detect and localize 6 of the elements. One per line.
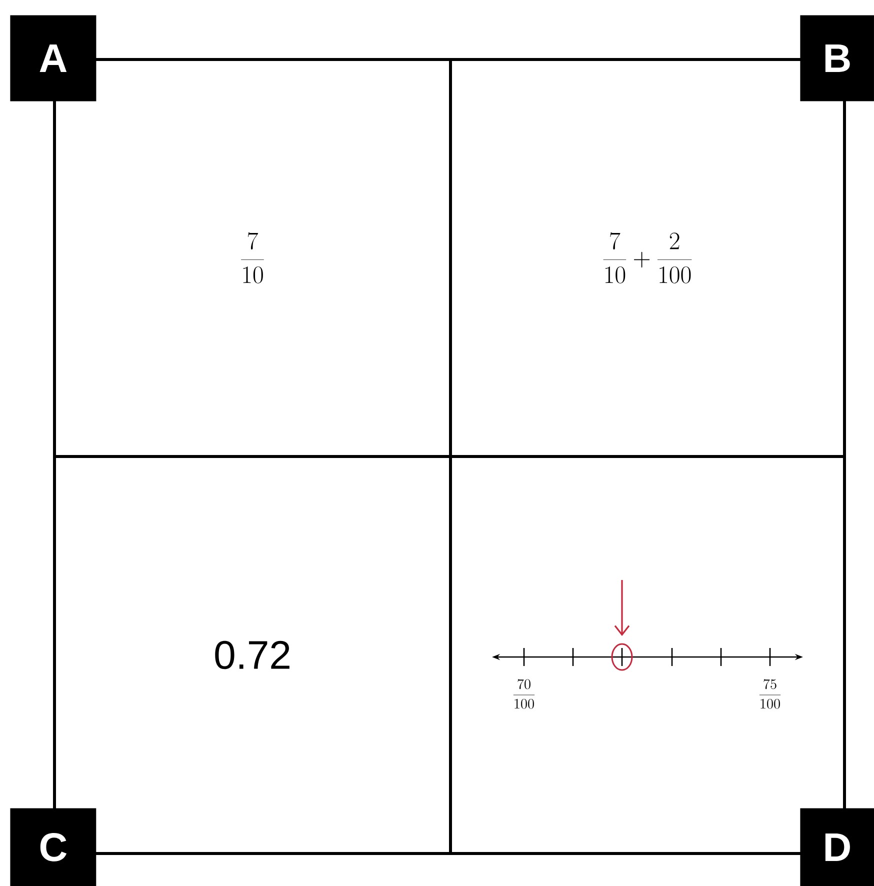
corner-label: B	[800, 15, 874, 102]
corner-label: D	[800, 808, 874, 886]
tick-label: $\frac{75}{100}$	[759, 679, 781, 709]
tick-label: $\frac{70}{100}$	[513, 679, 535, 709]
corner-label: C	[10, 808, 96, 886]
corner-label: A	[10, 15, 96, 102]
